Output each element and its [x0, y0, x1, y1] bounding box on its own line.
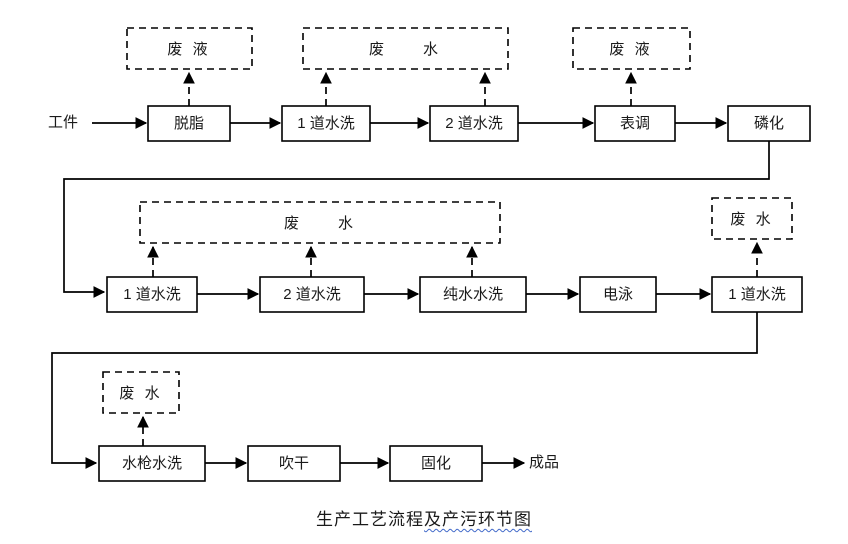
process-box-chunshui	[419, 276, 527, 313]
process-box-row1-wash1-label: 1 道水洗	[297, 115, 355, 132]
connector-row2-to-row3	[51, 312, 758, 469]
process-box-chunshui-label: 纯水水洗	[443, 286, 503, 303]
connector-row1-to-row2	[63, 141, 770, 298]
process-box-row1-wash2-label: 2 道水洗	[445, 115, 503, 132]
process-box-row2-wash3-label: 1 道水洗	[728, 286, 786, 303]
process-box-biaotiao-label: 表调	[620, 115, 650, 132]
process-box-dianyong	[579, 276, 657, 313]
waste-box-feishui-2	[139, 201, 501, 244]
process-box-row2-wash3	[711, 276, 803, 313]
waste-box-feishui-4	[102, 371, 180, 414]
process-box-row2-wash1-label: 1 道水洗	[123, 286, 181, 303]
waste-box-feiye-2-label: 废 液	[609, 41, 652, 58]
process-box-shuiqiang-label: 水枪水洗	[122, 455, 182, 472]
process-box-tuozhi-label: 脱脂	[174, 115, 204, 132]
diagram-caption-spellchecked: 及产污环节图	[424, 510, 532, 529]
input-label: 工件	[48, 114, 78, 131]
process-box-tuozhi	[147, 105, 231, 142]
process-box-dianyong-label: 电泳	[603, 286, 633, 303]
waste-box-feiye-1-label: 废 液	[167, 41, 210, 58]
output-label: 成品	[529, 454, 559, 471]
process-box-biaotiao	[594, 105, 676, 142]
process-box-linhua	[727, 105, 811, 142]
waste-box-feiye-2	[572, 27, 691, 70]
waste-box-feishui-3	[711, 197, 793, 240]
waste-box-feishui-1-label: 废 水	[369, 41, 441, 58]
waste-box-feiye-1	[126, 27, 253, 70]
waste-box-feishui-3-label: 废 水	[730, 211, 773, 228]
waste-box-feishui-2-label: 废 水	[284, 215, 356, 232]
process-box-row2-wash1	[106, 276, 198, 313]
process-box-row1-wash1	[281, 105, 371, 142]
process-box-row2-wash2-label: 2 道水洗	[283, 286, 341, 303]
process-box-chuigan-label: 吹干	[279, 455, 309, 472]
process-box-chuigan	[247, 445, 341, 482]
process-box-guhua	[389, 445, 483, 482]
process-box-row2-wash2	[259, 276, 365, 313]
process-box-linhua-label: 磷化	[754, 115, 784, 132]
diagram-caption: 生产工艺流程及产污环节图	[0, 505, 848, 530]
waste-box-feishui-4-label: 废 水	[119, 385, 162, 402]
diagram-caption-plain: 生产工艺流程	[316, 510, 424, 529]
process-box-guhua-label: 固化	[421, 455, 451, 472]
waste-box-feishui-1	[302, 27, 509, 70]
